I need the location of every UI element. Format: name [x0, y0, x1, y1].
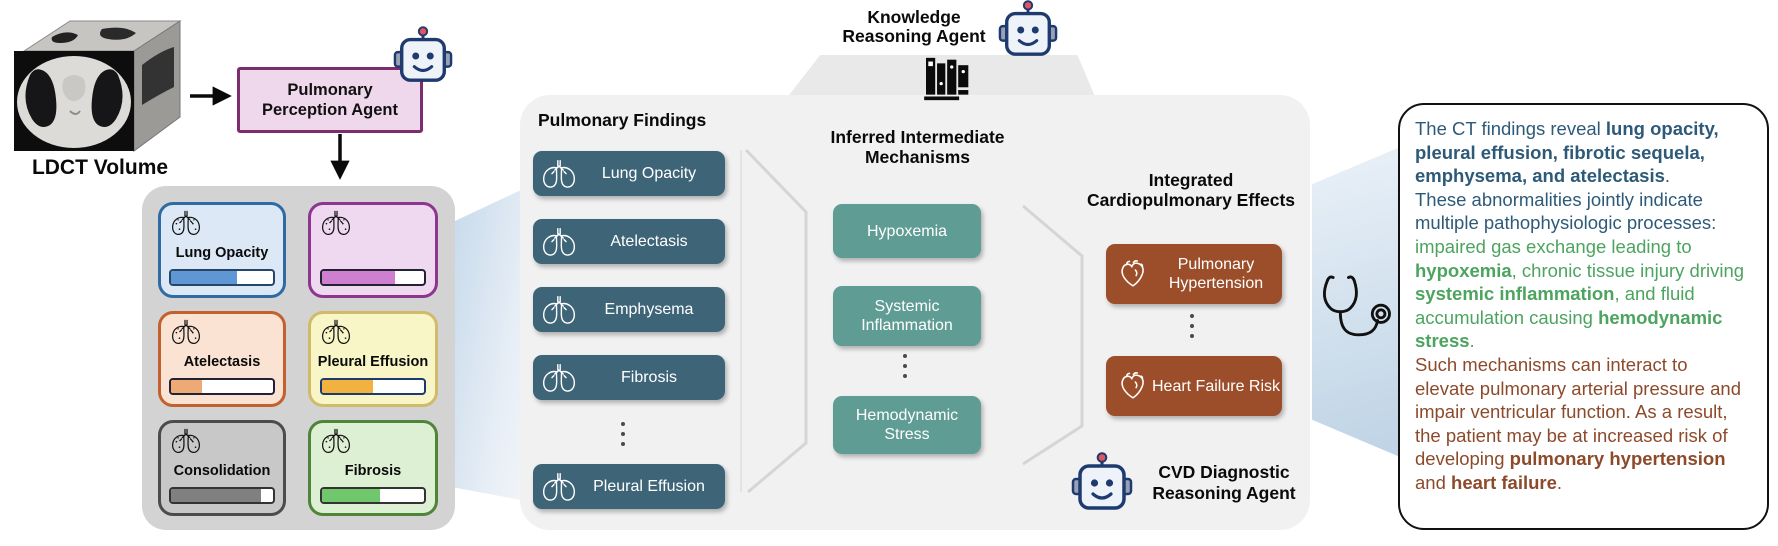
lungs-icon: [169, 210, 203, 236]
probability-bar: [169, 269, 275, 286]
heart-icon: [1117, 259, 1149, 289]
knowledge-agent-line1: Knowledge: [867, 7, 961, 27]
finding-card-label: Atelectasis: [183, 353, 261, 370]
mechanism-pill-label: Hypoxemia: [866, 222, 948, 240]
probability-bar: [320, 487, 426, 504]
effects-title-line1: Integrated: [1148, 170, 1234, 190]
finding-card-lung-opacity: Lung Opacity: [158, 202, 286, 298]
finding-card-consolidation: Consolidation: [158, 420, 286, 516]
ellipsis-dots: [1190, 314, 1194, 338]
mechanism-pill-systemic-inflammation: Systemic Inflammation: [833, 286, 981, 346]
finding-pill-fibrosis: Fibrosis: [533, 355, 725, 400]
pulmonary-perception-agent-box: Pulmonary Perception Agent: [237, 67, 423, 133]
lungs-icon: [541, 363, 577, 393]
effect-pill-label: Heart Failure Risk: [1151, 377, 1281, 395]
robot-icon: [392, 26, 454, 86]
finding-card-label: [311, 236, 435, 269]
cvd-agent-line1: CVD Diagnostic: [1158, 462, 1290, 482]
probability-bar: [320, 269, 426, 286]
robot-icon: [997, 0, 1059, 60]
finding-pill-lung-opacity: Lung Opacity: [533, 151, 725, 196]
finding-card-label: Fibrosis: [344, 462, 402, 479]
books-icon: [922, 56, 976, 102]
finding-card-label: Pleural Effusion: [317, 353, 429, 370]
finding-pill-label: Pleural Effusion: [593, 478, 705, 495]
cvd-diagnostic-reasoning-agent-label: CVD Diagnostic Reasoning Agent: [1143, 462, 1305, 504]
finding-pill-label: Lung Opacity: [601, 165, 697, 182]
effect-pill-heart-failure-risk: Heart Failure Risk: [1106, 356, 1282, 416]
stethoscope-icon: [1316, 272, 1400, 348]
ldct-volume-label: LDCT Volume: [31, 156, 169, 179]
pulmonary-perception-agent-label: Pulmonary Perception Agent: [262, 81, 398, 119]
finding-pill-atelectasis: Atelectasis: [533, 219, 725, 264]
lungs-icon: [541, 159, 577, 189]
finding-card-label: Lung Opacity: [175, 244, 269, 261]
probability-bar: [169, 487, 275, 504]
perception-output-grid: Lung Opacity Atelectasis Pleural Effusio…: [142, 186, 455, 530]
mechanisms-title-line1: Inferred Intermediate: [830, 127, 1005, 147]
finding-card-unlabeled: [308, 202, 438, 298]
lungs-icon: [541, 227, 577, 257]
mechanisms-title: Inferred Intermediate Mechanisms: [815, 127, 1020, 167]
mechanism-pill-hypoxemia: Hypoxemia: [833, 204, 981, 258]
finding-pill-emphysema: Emphysema: [533, 287, 725, 332]
lungs-icon: [169, 428, 203, 454]
lungs-icon: [319, 428, 353, 454]
lungs-icon: [319, 319, 353, 345]
finding-pill-label: Emphysema: [604, 301, 694, 318]
finding-pill-label: Atelectasis: [610, 233, 688, 250]
probability-bar: [169, 378, 275, 395]
knowledge-agent-line2: Reasoning Agent: [842, 26, 986, 46]
mechanism-pill-label: Hemodynamic Stress: [855, 407, 959, 443]
mechanism-pill-label: Systemic Inflammation: [861, 298, 953, 334]
effect-pill-label: Pulmonary Hypertension: [1168, 256, 1264, 292]
effect-pill-pulmonary-hypertension: Pulmonary Hypertension: [1106, 244, 1282, 304]
finding-pill-label: Fibrosis: [620, 369, 677, 386]
cvd-agent-line2: Reasoning Agent: [1152, 483, 1296, 503]
report-text: The CT findings reveal lung opacity, ple…: [1415, 118, 1750, 493]
diagnostic-report-box: The CT findings reveal lung opacity, ple…: [1398, 103, 1769, 530]
finding-pill-pleural-effusion: Pleural Effusion: [533, 464, 725, 509]
effects-title-line2: Cardiopulmonary Effects: [1086, 190, 1296, 210]
lungs-icon: [541, 295, 577, 325]
probability-bar: [320, 378, 426, 395]
ellipsis-dots: [903, 354, 907, 378]
knowledge-reasoning-agent-label: Knowledge Reasoning Agent: [836, 8, 992, 46]
lungs-icon: [319, 210, 353, 236]
heart-icon: [1117, 371, 1149, 401]
finding-card-fibrosis: Fibrosis: [308, 420, 438, 516]
lungs-icon: [169, 319, 203, 345]
left-connector-funnel: [455, 190, 521, 500]
finding-card-atelectasis: Atelectasis: [158, 311, 286, 407]
finding-card-label: Consolidation: [173, 462, 271, 479]
pulmonary-findings-title: Pulmonary Findings: [538, 110, 707, 130]
finding-card-pleural-effusion: Pleural Effusion: [308, 311, 438, 407]
ellipsis-dots: [621, 422, 625, 446]
mechanisms-title-line2: Mechanisms: [864, 147, 971, 167]
robot-icon: [1070, 452, 1134, 514]
mechanism-pill-hemodynamic-stress: Hemodynamic Stress: [833, 396, 981, 454]
ldct-volume-image: [12, 15, 187, 155]
effects-title: Integrated Cardiopulmonary Effects: [1085, 170, 1297, 210]
lungs-icon: [541, 472, 577, 502]
